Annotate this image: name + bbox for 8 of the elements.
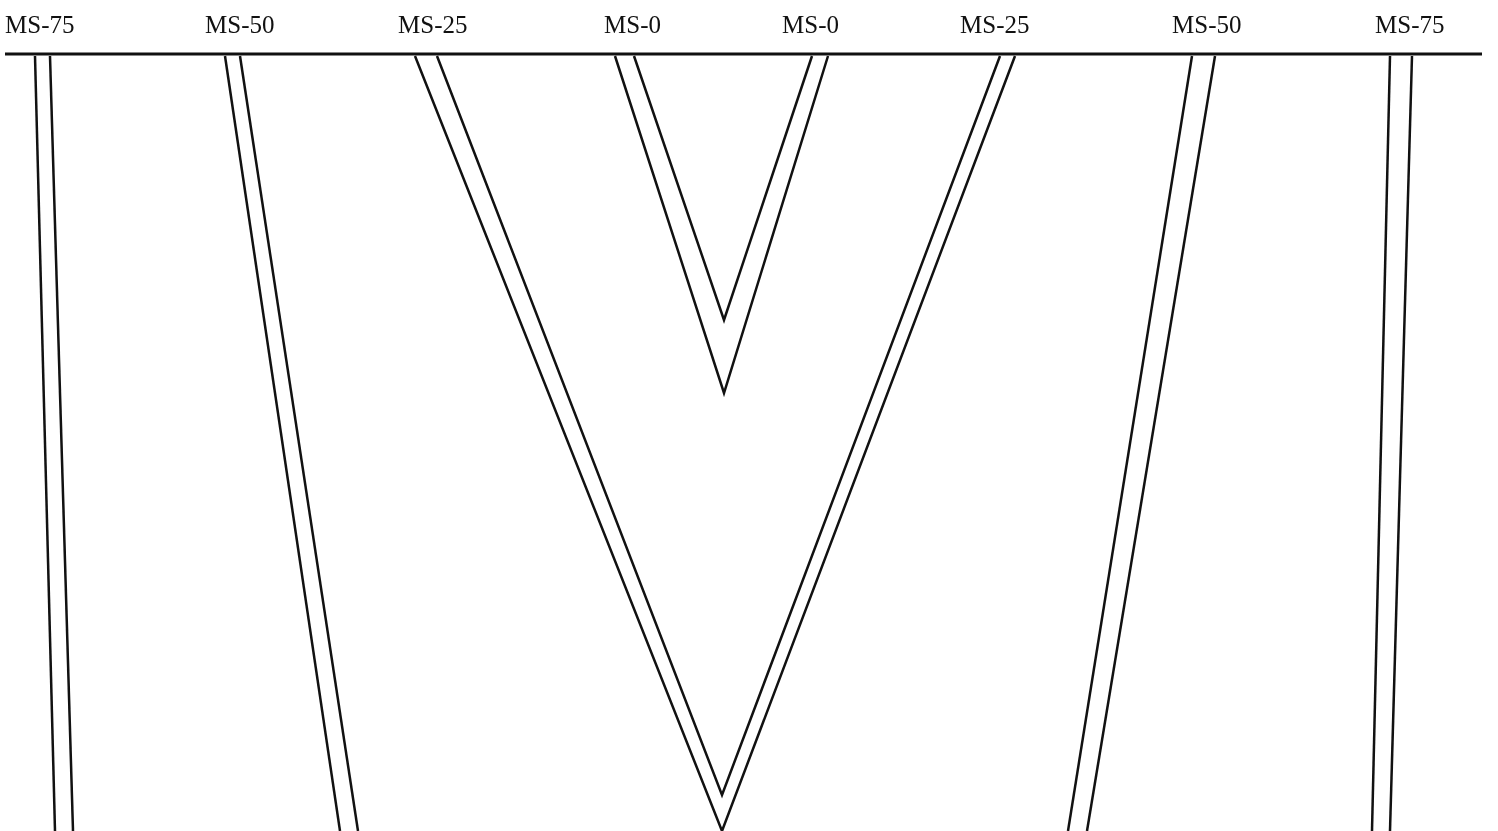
strip-label: MS-50 [1172, 10, 1242, 40]
strip-label: MS-25 [398, 10, 468, 40]
strip-label: MS-0 [782, 10, 839, 40]
strip-label: MS-25 [960, 10, 1030, 40]
strip-label: MS-75 [1375, 10, 1445, 40]
strip-label: MS-0 [604, 10, 661, 40]
strip-label: MS-75 [5, 10, 75, 40]
strip-label: MS-50 [205, 10, 275, 40]
